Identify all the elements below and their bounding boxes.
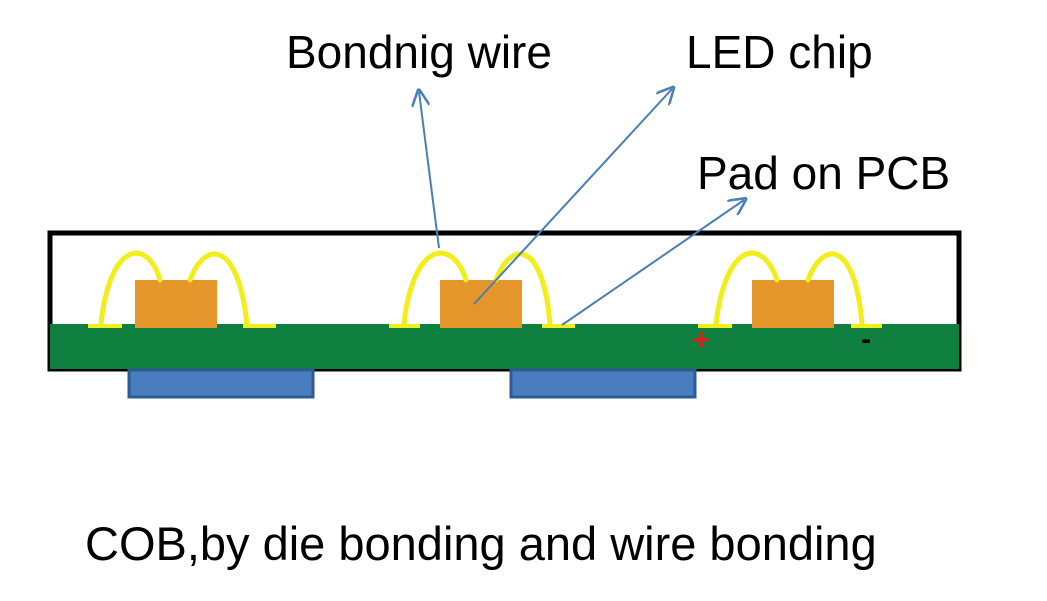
- positive-mark: +: [692, 324, 710, 357]
- bonding-wire: [713, 250, 780, 327]
- pad-on-pcb-arrow: [561, 200, 744, 326]
- bonding-wire: [805, 251, 865, 327]
- bonding-wire-label: Bondnig wire: [286, 26, 552, 78]
- led-chip-1: [135, 280, 217, 328]
- bonding-wires: [98, 250, 865, 327]
- bonding-wire: [401, 250, 469, 327]
- diagram-caption: COB,by die bonding and wire bonding: [85, 517, 877, 570]
- negative-mark: -: [861, 323, 871, 356]
- bottom-pad-middle: [509, 368, 697, 399]
- led-chip-3: [752, 280, 834, 328]
- led-chip-label: LED chip: [686, 26, 873, 78]
- pcb-board: [50, 324, 959, 369]
- bonding-wire-arrow: [419, 92, 440, 249]
- bonding-wire: [187, 251, 250, 327]
- bonding-wire: [493, 251, 553, 327]
- pad-on-pcb-label: Pad on PCB: [697, 147, 951, 199]
- bonding-wire: [98, 250, 163, 327]
- led-chip-arrow: [473, 89, 672, 305]
- led-chip-2: [440, 280, 522, 328]
- bottom-pad-left: [127, 368, 315, 399]
